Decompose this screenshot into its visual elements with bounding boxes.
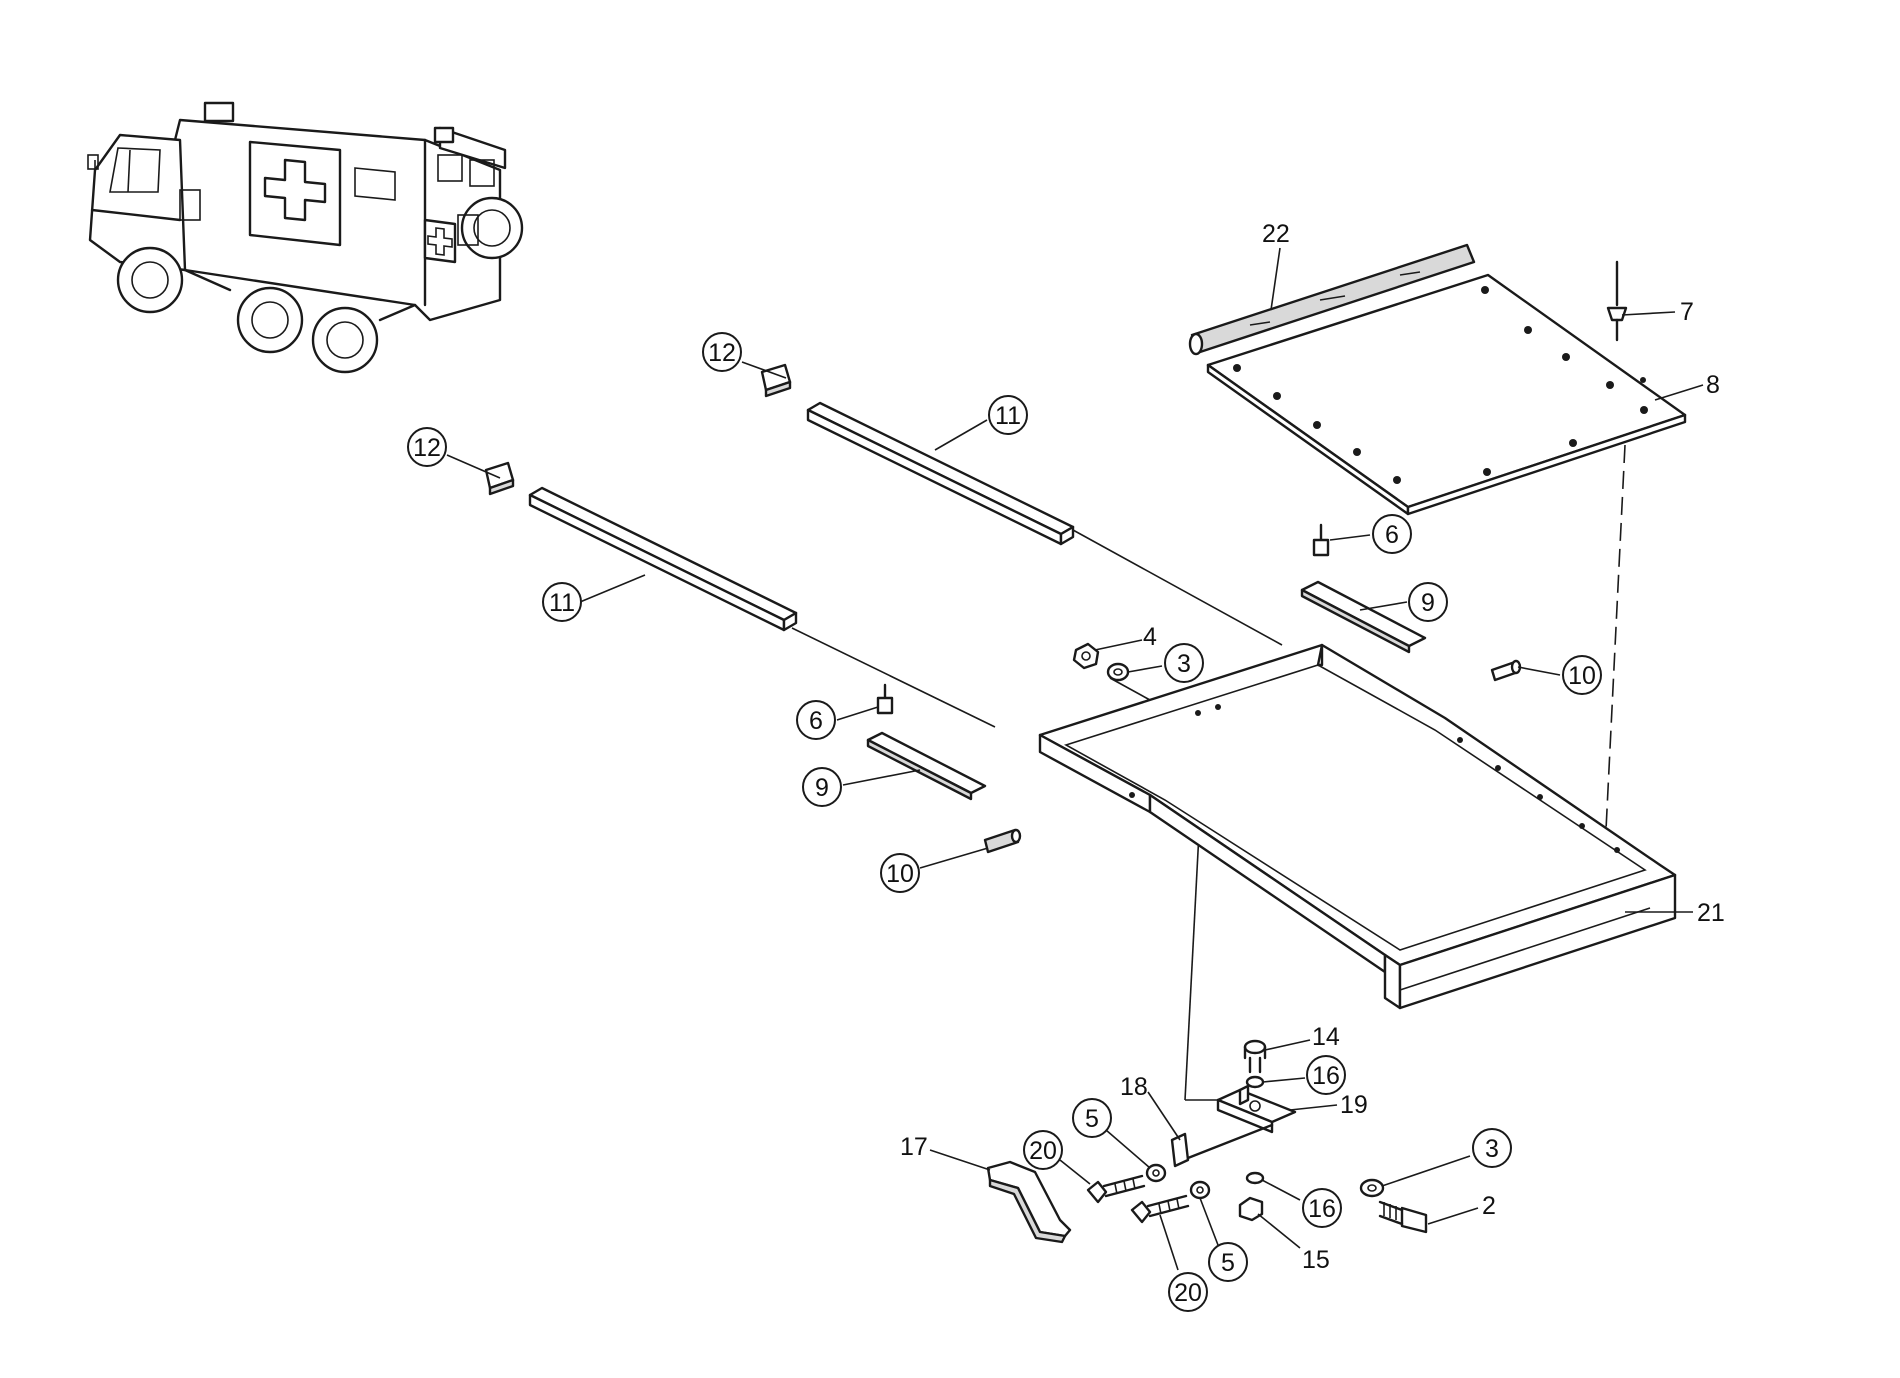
svg-text:6: 6 [809,707,823,735]
svg-text:16: 16 [1312,1062,1340,1090]
part-2-bolt [1378,1200,1428,1234]
part-11-rail-lower [528,486,798,632]
svg-text:10: 10 [886,860,914,888]
callout-6-lower: 6 [796,700,836,740]
svg-text:5: 5 [1221,1249,1235,1277]
part-15-nut [1238,1196,1264,1222]
callout-3-lower: 3 [1472,1128,1512,1168]
callout-17: 17 [900,1133,928,1161]
callout-6-upper: 6 [1372,514,1412,554]
part-12-end-cap-lower [484,461,515,496]
part-22-hinge-rod [1188,243,1476,356]
leader-lines [446,247,1704,1271]
part-18-clip [1170,1123,1274,1168]
callout-21: 21 [1697,899,1725,927]
callout-16-lower: 16 [1302,1188,1342,1228]
callout-11-upper: 11 [988,395,1028,435]
part-14-bolt [1243,1039,1267,1074]
callout-15: 15 [1302,1246,1330,1274]
callout-5-lower: 5 [1208,1242,1248,1282]
svg-text:2: 2 [1482,1192,1496,1220]
svg-text:3: 3 [1485,1135,1499,1163]
callout-3-upper: 3 [1164,643,1204,683]
svg-text:22: 22 [1262,220,1290,248]
callout-7: 7 [1680,298,1694,326]
part-6-pin-lower [876,683,894,715]
callout-8: 8 [1706,371,1720,399]
callout-20-upper: 20 [1023,1130,1063,1170]
svg-text:19: 19 [1340,1091,1368,1119]
part-6-pin-upper [1312,523,1330,557]
callout-18: 18 [1120,1073,1148,1101]
part-3-washer-upper [1106,662,1130,682]
svg-text:6: 6 [1385,521,1399,549]
callout-14: 14 [1312,1023,1340,1051]
part-20-screw-upper [1086,1174,1146,1204]
callout-16-upper: 16 [1306,1055,1346,1095]
svg-text:20: 20 [1029,1137,1057,1165]
svg-text:12: 12 [708,339,736,367]
callout-22: 22 [1262,220,1290,248]
callout-12-lower: 12 [407,427,447,467]
part-19-bracket [1216,1084,1297,1134]
callout-5-upper: 5 [1072,1098,1112,1138]
svg-text:9: 9 [1421,589,1435,617]
svg-text:12: 12 [413,434,441,462]
part-9-strap-lower [866,731,987,801]
part-7-pin [1606,260,1628,342]
part-9-strap-upper [1300,580,1427,654]
svg-text:16: 16 [1308,1195,1336,1223]
callout-labels: 22 7 8 6 9 10 4 3 12 [407,220,1725,1312]
svg-text:20: 20 [1174,1279,1202,1307]
svg-text:14: 14 [1312,1023,1340,1051]
part-12-end-cap-upper [760,363,792,398]
part-20-screw-lower [1130,1194,1190,1224]
svg-text:3: 3 [1177,650,1191,678]
svg-text:11: 11 [549,589,575,617]
callout-11-lower: 11 [542,582,582,622]
svg-text:7: 7 [1680,298,1694,326]
svg-text:17: 17 [900,1133,928,1161]
callout-19: 19 [1340,1091,1368,1119]
callout-12-upper: 12 [702,332,742,372]
ambulance-vehicle-icon [87,101,524,374]
svg-text:4: 4 [1143,623,1157,651]
svg-text:10: 10 [1568,662,1596,690]
part-4-nut [1072,642,1100,670]
part-17-wedge [986,1160,1072,1244]
svg-text:8: 8 [1706,371,1720,399]
svg-text:9: 9 [815,774,829,802]
callout-9-upper: 9 [1408,582,1448,622]
callout-9-lower: 9 [802,767,842,807]
callout-20-lower: 20 [1168,1272,1208,1312]
part-5-washer-lower [1189,1180,1211,1200]
part-10-sleeve-right [1490,659,1522,682]
svg-text:18: 18 [1120,1073,1148,1101]
callout-10-right: 10 [1562,655,1602,695]
part-3-washer-lower [1359,1178,1385,1198]
part-10-sleeve-left [983,828,1022,854]
svg-text:11: 11 [995,402,1021,430]
part-8-lid-plate [1206,273,1687,516]
part-5-washer-upper [1145,1163,1167,1183]
part-21-tray [1038,643,1677,1010]
svg-text:21: 21 [1697,899,1725,927]
callout-10-left: 10 [880,853,920,893]
callout-4: 4 [1143,623,1157,651]
svg-text:15: 15 [1302,1246,1330,1274]
svg-text:5: 5 [1085,1105,1099,1133]
part-16-washer-lower [1245,1171,1265,1185]
part-16-washer-upper [1245,1075,1265,1089]
callout-2: 2 [1482,1192,1496,1220]
part-11-rail-upper [806,401,1075,546]
